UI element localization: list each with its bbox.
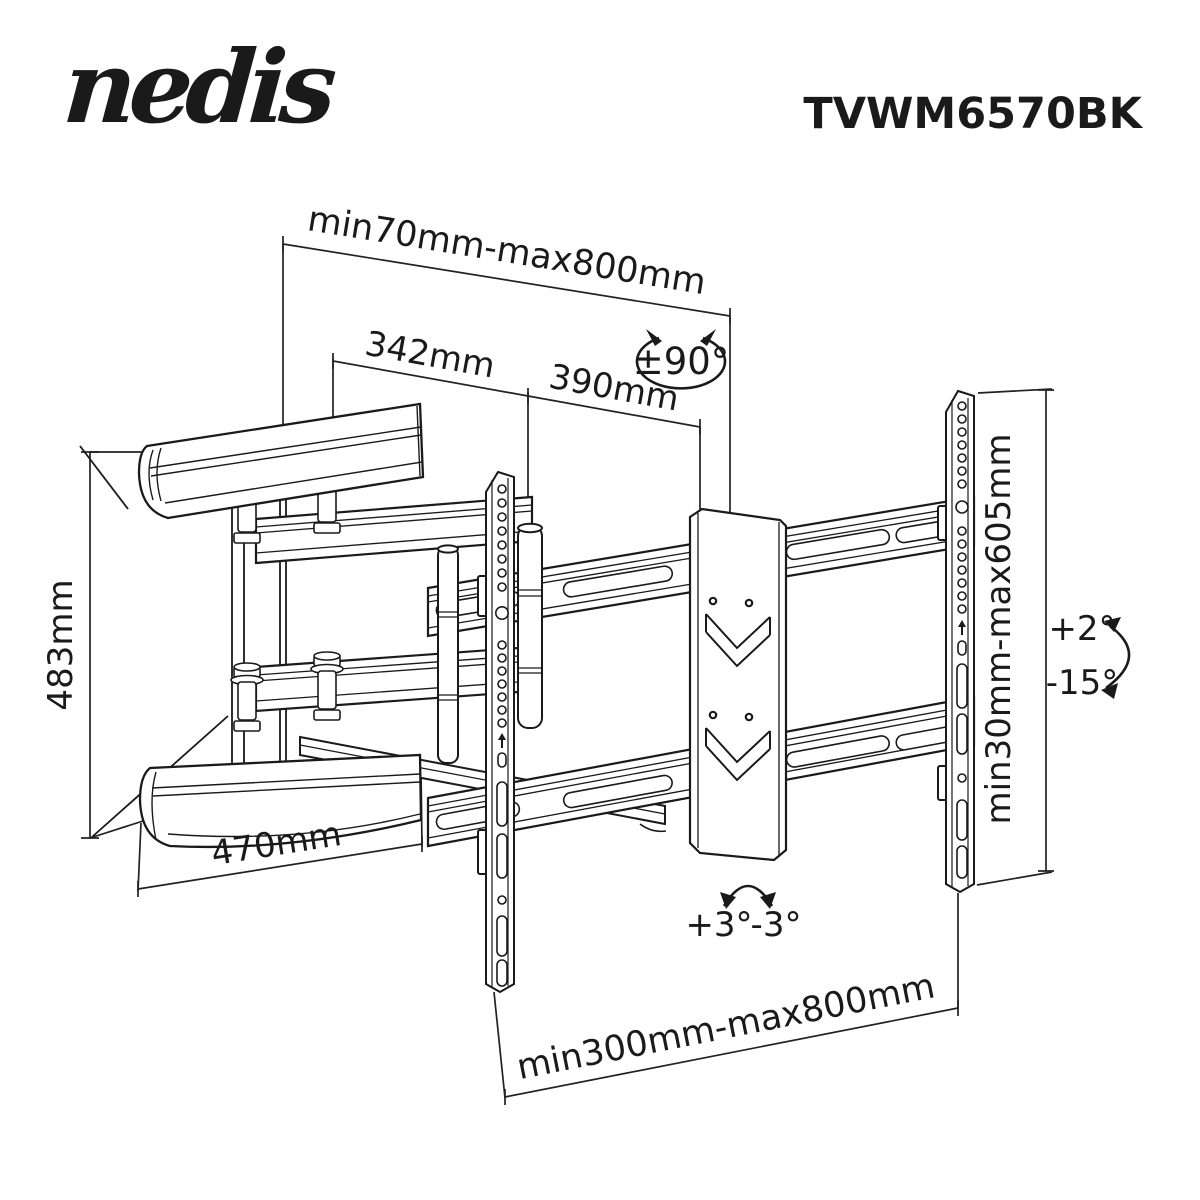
wall-plate-width-label: 342mm: [362, 324, 498, 387]
bolt-stack: [230, 662, 264, 732]
dim-line-arm-length: [137, 843, 423, 890]
vesa-rail-left: [477, 470, 515, 994]
vesa-width-range-label: min300mm-max800mm: [514, 966, 939, 1088]
vesa-rail-right: [937, 389, 975, 894]
vesa-adapter-plate: [688, 507, 788, 862]
pivot-column-elbow: [437, 544, 459, 764]
swivel-arrow-icon: [635, 329, 727, 390]
bolt-stack: [310, 651, 344, 721]
page-header: nedis TVWM6570BK: [60, 28, 1144, 146]
pivot-column-main: [517, 522, 543, 729]
brand-logo: nedis: [60, 28, 339, 146]
level-adjust-right-label: -3°: [751, 905, 802, 945]
tilt-down-label: -15°: [1046, 663, 1119, 703]
bottom-wall-bar: [138, 753, 423, 849]
dimension-lines: [81, 236, 1054, 1105]
vesa-height-range-label: min30mm-max605mm: [979, 433, 1019, 824]
model-number: TVWM6570BK: [803, 89, 1143, 139]
tilt-up-label: +2°: [1048, 609, 1115, 649]
tilt-arrow-icon: [1101, 617, 1131, 699]
dim-line-extension-range: [282, 243, 731, 317]
level-adjust-left-label: +3°: [685, 905, 752, 945]
dim-line-vesa-width: [504, 1007, 959, 1098]
swivel-range-label: ±90°: [633, 340, 730, 383]
wall-plate-height-label: 483mm: [41, 579, 81, 710]
extension-range-label: min70mm-max800mm: [305, 199, 709, 303]
level-arrow-icon: [720, 884, 776, 909]
top-wall-bar: [137, 402, 425, 520]
